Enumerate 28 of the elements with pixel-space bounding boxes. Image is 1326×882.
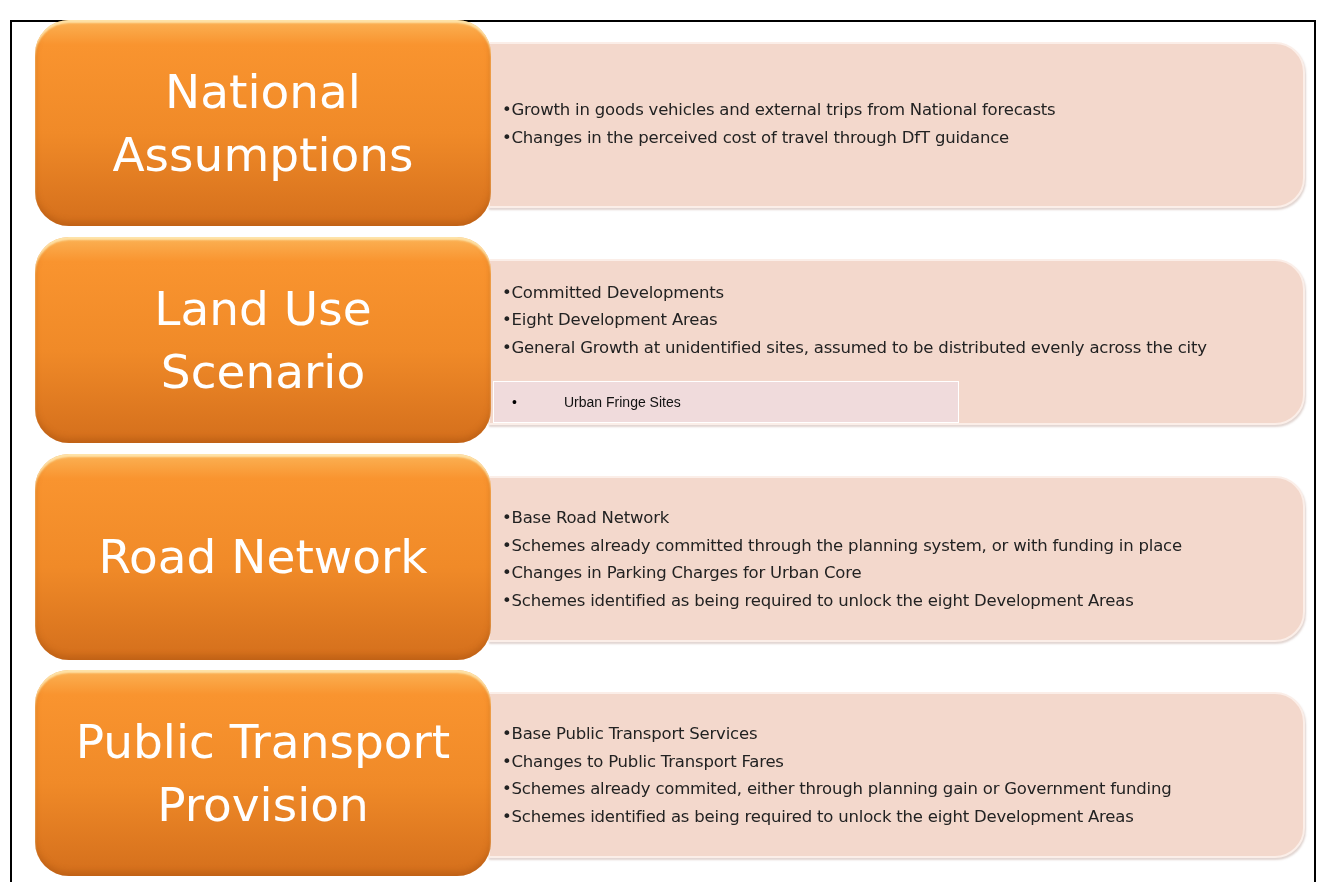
sub-item-box — [493, 381, 959, 423]
list-item: •General Growth at unidentified sites, assumed to be distributed evenly across the city — [502, 336, 1208, 359]
details-box — [488, 259, 1305, 425]
category-title: Land Use Scenario — [153, 279, 373, 401]
category-box — [35, 237, 491, 443]
list-item: •Schemes identified as being required to unlock the eight Development Areas — [502, 805, 1135, 828]
list-item: •Schemes already committed through the planning system, or with funding in place — [502, 534, 1183, 557]
category-box — [35, 670, 491, 876]
category-title: Public Transport Provision — [74, 712, 452, 834]
category-box — [35, 454, 491, 660]
category-title: Road Network — [97, 528, 429, 587]
category-title: National Assumptions — [111, 62, 415, 184]
details-box — [488, 42, 1305, 208]
list-item: •Schemes identified as being required to unlock the eight Development Areas — [502, 589, 1135, 612]
list-item: Urban Fringe Sites — [564, 394, 681, 410]
list-item: •Schemes already commited, either through planning gain or Government funding — [502, 778, 1173, 800]
list-item: •Changes in Parking Charges for Urban Core — [502, 562, 863, 584]
category-box — [35, 20, 491, 226]
list-item: •Base Public Transport Services — [502, 723, 759, 745]
list-item: •Base Road Network — [502, 507, 671, 529]
bullet: • — [512, 394, 518, 410]
list-item: •Changes to Public Transport Fares — [502, 750, 785, 773]
list-item: •Eight Development Areas — [502, 309, 719, 332]
details-box — [488, 692, 1305, 858]
list-item: •Changes in the perceived cost of travel through DfT guidance — [502, 126, 1011, 149]
list-item: •Committed Developments — [502, 281, 725, 304]
list-item: •Growth in goods vehicles and external trips from National forecasts — [502, 99, 1057, 121]
details-box — [488, 476, 1305, 642]
